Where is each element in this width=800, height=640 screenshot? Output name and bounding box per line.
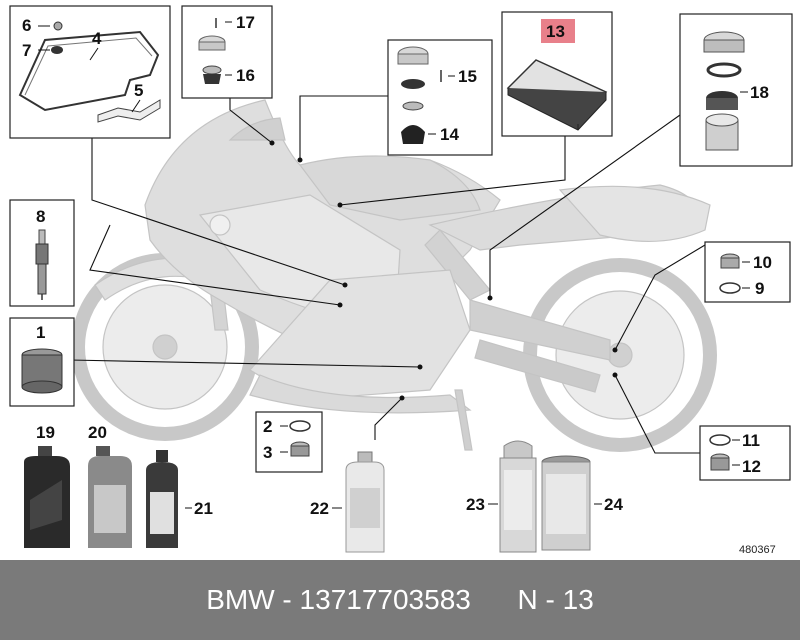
callout-15: 15 (458, 67, 477, 86)
callout-9: 9 (755, 279, 764, 298)
callout-1: 1 (36, 323, 45, 342)
spray-can-23: 23 (466, 440, 537, 553)
footer-gap (471, 584, 518, 616)
callout-group-11-12: 11 12 (699, 425, 791, 481)
callout-group-13: 13 (501, 11, 613, 137)
footer-position-label: N - 13 (517, 584, 594, 615)
callout-group-16-17: 17 16 (181, 5, 273, 99)
callout-3: 3 (263, 443, 272, 462)
tin-can-24: 24 (541, 455, 623, 551)
callout-7: 7 (22, 41, 31, 60)
callout-21: 21 (194, 499, 213, 518)
callout-19: 19 (36, 423, 55, 442)
callout-10: 10 (753, 253, 772, 272)
diagram-id: 480367 (739, 544, 776, 556)
callout-4: 4 (92, 29, 102, 48)
callout-group-2-3: 2 3 (255, 411, 323, 473)
highlight-badge-13 (541, 19, 575, 43)
callout-group-1: 1 (9, 317, 75, 407)
callout-14: 14 (440, 125, 459, 144)
callout-group-14-15: 15 14 (387, 39, 493, 156)
callout-11: 11 (742, 431, 760, 450)
callout-18: 18 (750, 83, 769, 102)
fluid-bottle-20: 20 (88, 423, 132, 548)
footer-separator: - (274, 584, 300, 615)
valve-cover-gasket (18, 30, 160, 112)
callout-16: 16 (236, 66, 255, 85)
callout-13: 13 (546, 22, 565, 41)
callout-23: 23 (466, 495, 485, 514)
footer-part-number: 13717703583 (299, 584, 471, 615)
callout-group-4-7: 6 7 4 5 (9, 5, 171, 139)
callout-17: 17 (236, 13, 255, 32)
callout-12: 12 (742, 457, 761, 476)
callout-group-9-10: 10 9 (704, 241, 791, 303)
callout-2: 2 (263, 417, 272, 436)
spark-plug-seal (97, 99, 161, 123)
parts-diagram: 6 7 4 5 17 16 15 14 13 (9, 5, 793, 556)
footer-brand: BMW (206, 584, 275, 615)
callout-group-8: 8 (9, 199, 75, 307)
callout-8: 8 (36, 207, 45, 226)
callout-24: 24 (604, 495, 623, 514)
callout-group-18: 18 (679, 13, 793, 167)
diagram-canvas: 6 7 4 5 17 16 15 14 13 (9, 5, 793, 556)
callout-22: 22 (310, 499, 329, 518)
fluid-bottle-21: 21 (146, 450, 213, 548)
part-number-footer: BMW - 13717703583 N - 13 (0, 560, 800, 640)
callout-5: 5 (134, 81, 143, 100)
callout-6: 6 (22, 16, 31, 35)
callout-20: 20 (88, 423, 107, 442)
leader-dots (269, 140, 618, 401)
fluid-bottle-19: 19 (24, 423, 70, 548)
fluid-bottle-22: 22 (310, 451, 385, 553)
